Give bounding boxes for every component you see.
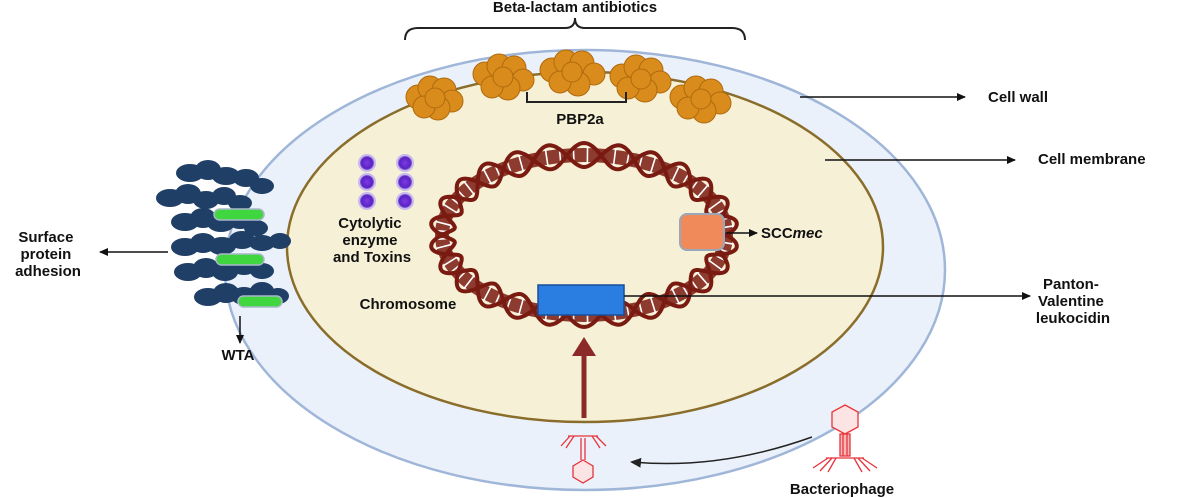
sccmec-box [679,213,725,251]
sccmec-label: SCCmec [761,225,823,242]
pbp2a-proteins [405,49,732,124]
dna-base-pair [694,269,711,289]
dna-base-pair [648,153,658,177]
dna-base-pair [432,242,455,251]
free-phage [812,404,878,473]
cell-membrane-label: Cell membrane [1038,151,1146,168]
cytolytic-label: Cytolytic enzyme and Toxins [333,215,411,266]
dna-base-pair [432,219,455,228]
wta-bar [213,208,265,221]
pbp-protein [472,53,535,101]
pbp-protein [669,75,732,124]
dna-base-pair [705,257,726,273]
dna-base-pair [439,201,461,216]
dna-base-pair [694,181,711,201]
dna-base-pair [439,254,461,269]
dna-base-pair [461,272,477,292]
wta-bars [213,208,283,308]
attached-phage [560,435,607,484]
pvl-label: Panton- Valentine leukocidin [1036,276,1110,327]
dna-base-pair [669,163,682,185]
pbp-protein [405,75,464,121]
dna-base-pair [544,146,550,170]
toxin-dots [358,154,414,210]
dna-base-pair [517,295,525,318]
beta-lactam-label: Beta-lactam antibiotics [493,0,657,16]
dna-base-pair [705,197,726,213]
surface-protein [156,184,252,211]
dna-base-pair [461,178,477,198]
surface-protein [176,160,274,194]
dna-base-pair [517,152,525,175]
dna-base-pair [648,293,658,317]
pbp2a-label: PBP2a [556,111,604,128]
surface-protein [174,257,274,281]
beta-lactam-brace [404,17,746,41]
pbp2a-bracket [526,92,627,103]
wta-label: WTA [221,347,254,364]
chromosome-label: Chromosome [360,296,457,313]
dna-base-pair [481,283,494,305]
dna-base-pair [481,165,494,187]
phage-approach-arrow [630,436,813,468]
cell-wall-label: Cell wall [988,89,1048,106]
pbp-protein [609,54,672,103]
pbp-protein [539,49,606,97]
wta-bar [215,253,265,266]
dna-strand-2 [429,140,739,327]
pvl-box [537,284,625,316]
phage-injection-arrowhead [572,337,596,356]
wta-bar [237,295,283,308]
surface-adhesion-label: Surface protein adhesion [15,229,81,280]
dna-base-pair [612,145,617,169]
bacteriophage-label: Bacteriophage [790,481,894,498]
surface-protein [171,231,291,256]
